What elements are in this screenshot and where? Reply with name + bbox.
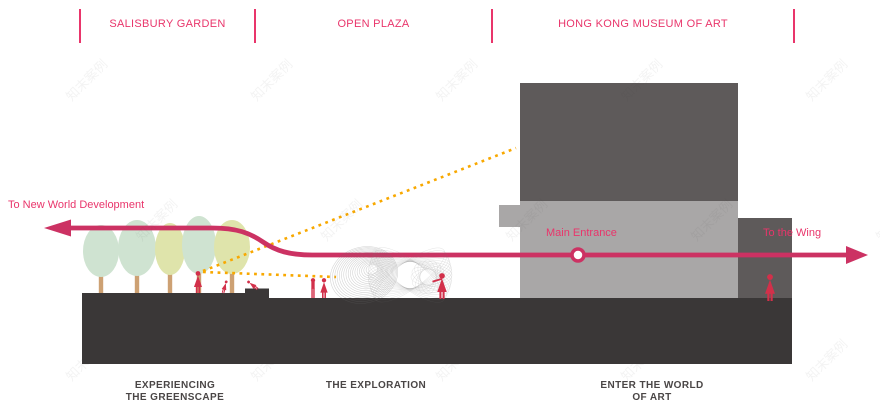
tree-trunk	[98, 269, 104, 294]
wing-block	[738, 218, 792, 300]
caption-the-exploration: THE EXPLORATION	[291, 380, 461, 392]
caption-enter-world-of-art: ENTER THE WORLD OF ART	[567, 380, 737, 403]
tree-trunk	[229, 266, 235, 294]
arrow-right-icon	[846, 246, 868, 264]
sightline-dotted	[202, 270, 337, 279]
person-figure	[432, 273, 447, 299]
sightline-dotted	[202, 146, 517, 273]
museum-podium-block	[520, 201, 738, 299]
zone-label-open-plaza: OPEN PLAZA	[337, 18, 410, 30]
museum-tower-block	[520, 83, 738, 201]
tree-trunk	[167, 267, 173, 294]
person-figure	[221, 280, 228, 294]
header-tick	[793, 9, 795, 43]
zone-label-museum-of-art: HONG KONG MUSEUM OF ART	[558, 18, 728, 30]
header-tick	[491, 9, 493, 43]
ground-slab	[82, 288, 792, 364]
caption-line: THE GREENSCAPE	[125, 391, 225, 403]
wire-sculpture	[330, 246, 453, 304]
to-new-world-label: To New World Development	[8, 199, 145, 211]
header-tick	[79, 9, 81, 43]
main-entrance-label: Main Entrance	[546, 227, 617, 239]
header-tick	[254, 9, 256, 43]
arrow-left-icon	[44, 219, 71, 237]
person-figure	[247, 280, 259, 291]
podium-step-block	[499, 205, 520, 227]
caption-line: ENTER THE WORLD	[600, 380, 704, 391]
caption-experiencing-greenscape: EXPERIENCING THE GREENSCAPE	[90, 380, 260, 403]
tree-canopy	[83, 225, 119, 277]
caption-line: OF ART	[632, 391, 672, 403]
tree-trunk	[134, 268, 140, 294]
caption-line: EXPERIENCING	[134, 380, 216, 391]
person-figure	[765, 274, 775, 301]
tree-canopy	[118, 220, 156, 276]
walkway-path	[70, 225, 850, 258]
zone-label-salisbury-garden: SALISBURY GARDEN	[109, 18, 226, 30]
to-the-wing-label: To the Wing	[763, 227, 822, 239]
caption-line: THE EXPLORATION	[325, 380, 427, 391]
main-entrance-node	[570, 247, 586, 263]
tree-canopy	[155, 223, 185, 275]
tree-canopy	[182, 216, 216, 274]
person-figure	[310, 278, 316, 298]
person-figure	[193, 271, 203, 293]
person-figure	[320, 278, 328, 298]
